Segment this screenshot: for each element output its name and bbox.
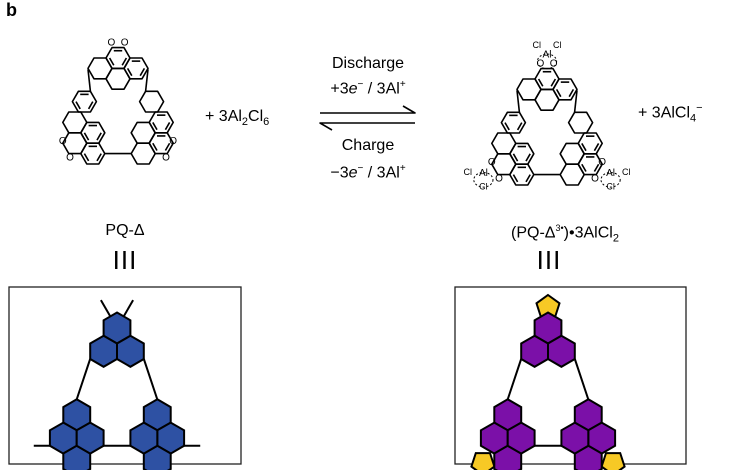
oxygen-atom-0: O	[108, 38, 116, 49]
chlorine-atom-5: Cl	[606, 181, 615, 191]
oxygen-atom-4: O	[169, 136, 177, 147]
forward-arrow	[320, 105, 416, 114]
chlorine-atom-4: Cl	[622, 167, 631, 177]
charge-label: Charge	[341, 137, 395, 154]
oxygen-atom-3: O	[495, 173, 503, 184]
pentagon-left	[470, 452, 496, 470]
right-equivalence-symbol: III	[536, 245, 562, 275]
hexagon-2	[547, 334, 576, 368]
right-hexagon-cartoon	[470, 293, 626, 470]
panel-label: b	[6, 0, 17, 20]
oxygen-atom-2: O	[488, 157, 496, 168]
chlorine-atom-3: Cl	[479, 181, 488, 191]
hexagon-6	[506, 421, 536, 455]
left-hexagon-cartoon	[33, 299, 201, 470]
aluminum-atom-0: Al	[543, 50, 552, 61]
left-equivalence-symbol: III	[112, 245, 138, 275]
hexagon-10	[129, 421, 159, 455]
discharge-label: Discharge	[331, 55, 405, 72]
chlorine-atom-1: Cl	[553, 40, 562, 50]
oxygen-atom-2: O	[59, 136, 67, 147]
reactant-additive: + 3Al2Cl6	[205, 108, 270, 129]
product-additive: + 3AlCl4−	[638, 102, 703, 125]
pentagon-right	[600, 452, 626, 470]
right-compound-name: (PQ-Δ3•)•3AlCl2	[511, 223, 619, 245]
left-compound-name: PQ-Δ	[105, 222, 145, 239]
oxygen-atom-4: O	[598, 157, 606, 168]
hexagon-6	[75, 421, 105, 455]
oxygen-atom-1: O	[121, 38, 129, 49]
hexagon-10	[560, 421, 590, 455]
equilibrium-arrows	[319, 105, 416, 131]
hexagon-1	[89, 334, 118, 368]
aluminum-atom-1: Al	[479, 168, 488, 179]
charge-conditions: −3e− / 3Al+	[330, 163, 406, 182]
oxygen-atom-5: O	[591, 173, 599, 184]
aluminum-atom-2: Al	[606, 168, 615, 179]
chlorine-atom-0: Cl	[533, 40, 542, 50]
oxygen-atom-0: O	[537, 59, 545, 70]
oxygen-atom-1: O	[550, 59, 558, 70]
oxygen-atom-3: O	[66, 152, 74, 163]
chlorine-atom-2: Cl	[464, 167, 473, 177]
discharge-conditions: +3e− / 3Al+	[330, 79, 406, 98]
hexagon-1	[520, 334, 549, 368]
reverse-arrow	[319, 122, 415, 131]
oxygen-atom-5: O	[162, 152, 170, 163]
hexagon-2	[116, 334, 145, 368]
